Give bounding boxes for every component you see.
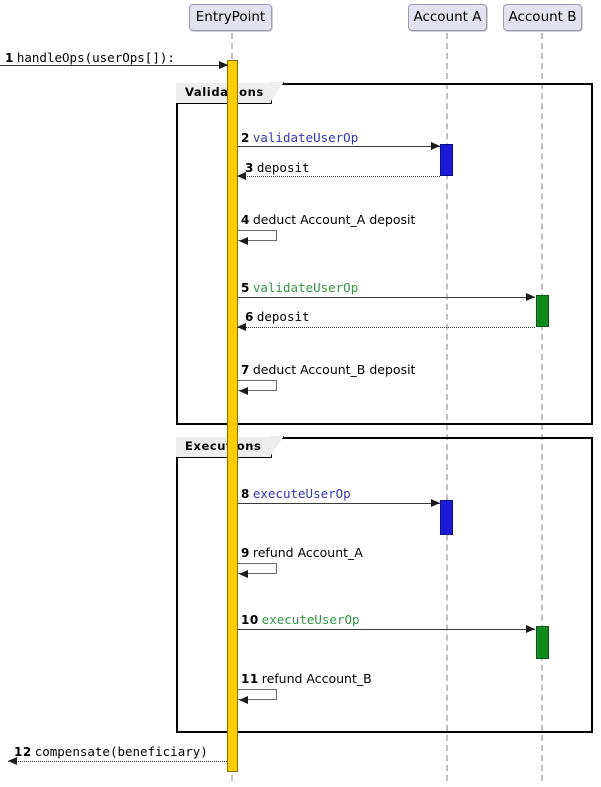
fragment-label-validations: Validations [176,83,272,104]
message-number-7: 7 [241,363,250,377]
message-number-12: 12 [14,745,32,759]
lifeline-account_a [446,33,448,781]
message-text-9: refund Account_A [252,545,363,560]
message-text-12: compensate(beneficiary) [34,744,208,759]
message-line-8 [238,503,440,504]
participant-label: EntryPoint [195,8,266,25]
arrowhead-4 [239,236,248,245]
arrowhead-10 [526,625,535,633]
arrowhead-11 [239,695,248,704]
message-number-6: 6 [245,310,254,324]
message-line-10 [238,629,535,630]
message-text-11: refund Account_B [261,671,372,686]
message-number-1: 1 [5,51,14,65]
message-text-3: deposit [256,160,310,175]
message-number-9: 9 [241,546,250,560]
message-number-3: 3 [245,161,254,175]
message-line-6 [237,327,535,328]
arrowhead-5 [526,293,535,301]
self-message-box-11 [238,689,277,700]
participant-label: Account A [413,8,482,25]
arrowhead-7 [239,386,248,395]
message-number-2: 2 [241,131,250,145]
message-line-12 [8,761,227,762]
fragment-label-executions: Executions [176,437,272,458]
message-text-2: validateUserOp [252,130,359,145]
account-b-execute [536,626,549,659]
message-number-5: 5 [241,281,250,295]
entrypoint-activation [227,60,238,772]
self-message-box-9 [238,563,277,574]
message-text-8: executeUserOp [252,486,351,501]
message-number-10: 10 [241,613,259,627]
arrowhead-8 [431,499,440,507]
fragment-label-text: Validations [185,85,264,100]
message-number-8: 8 [241,487,250,501]
participant-account_b[interactable]: Account B [503,4,582,31]
message-text-4: deduct Account_A deposit [252,212,416,227]
arrowhead-12 [8,757,17,765]
arrowhead-9 [239,569,248,578]
message-text-5: validateUserOp [252,280,359,295]
message-line-5 [238,297,535,298]
self-message-box-7 [238,380,277,391]
arrowhead-2 [431,142,440,150]
account-a-validate [440,144,453,176]
arrowhead-3 [237,172,246,180]
participant-account_a[interactable]: Account A [408,4,487,31]
message-text-6: deposit [256,309,310,324]
lifeline-account_b [541,33,543,781]
message-text-10: executeUserOp [261,612,360,627]
fragment-label-text: Executions [185,439,262,454]
fragment-frame-validations [176,83,593,425]
self-message-box-4 [238,230,277,241]
participant-label: Account B [508,8,577,25]
participant-entrypoint[interactable]: EntryPoint [189,4,272,31]
account-b-validate [536,295,549,327]
account-a-execute [440,500,453,535]
arrowhead-6 [237,323,246,331]
message-number-11: 11 [241,672,259,686]
fragment-frame-executions [176,437,593,733]
message-text-1: handleOps(userOps[]): [16,50,175,65]
arrowhead-1 [219,61,228,69]
message-text-7: deduct Account_B deposit [252,362,416,377]
message-line-2 [238,146,440,147]
message-line-1 [0,65,228,66]
message-number-4: 4 [241,213,250,227]
message-line-3 [237,176,440,177]
